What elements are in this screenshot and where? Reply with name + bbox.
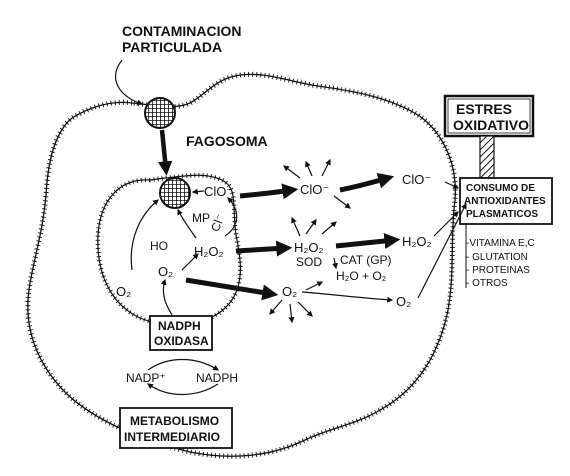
estres-box-inner: [447, 98, 531, 134]
o2-left-label: O₂: [116, 284, 131, 299]
clo-to-particle-arrow: [191, 188, 205, 195]
contaminacion-label-line2: PARTICULADA: [122, 39, 222, 55]
h2o2-mid-label: H₂O₂: [294, 240, 324, 255]
nadph-oxidasa-label-line1: NADPH: [158, 319, 201, 333]
nadp-plus-label: NADP⁺: [126, 371, 166, 385]
phagosome-membrane: [97, 174, 241, 326]
o2-inner-label: O₂: [158, 264, 173, 279]
nadph-label: NADPH: [196, 371, 238, 385]
h2o2-outer-label: H₂O₂: [402, 234, 432, 249]
estres-pillar: [479, 135, 495, 179]
o2-mid-label: O₂: [282, 284, 297, 299]
consumo-label-line2: ANTIOXIDANTES: [464, 196, 546, 207]
particle-down-arrow: [157, 129, 173, 176]
clo-scatter-arrows: [283, 158, 351, 209]
ho-label: HO: [150, 239, 168, 253]
estres-box: [443, 94, 535, 138]
h2o-o2-label: H₂O + O₂: [336, 269, 387, 283]
contamination-arrow: [115, 59, 144, 106]
h2o2-to-clo-arc: [224, 197, 238, 237]
antioxidant-item: - OTROS: [466, 278, 508, 289]
h2o2-mid-to-clo-arrow: [291, 216, 301, 237]
consumo-label-line1: CONSUMO DE: [466, 183, 535, 194]
metabolismo-label-line1: METABOLISMO: [130, 414, 219, 428]
cat-gp-label: CAT (GP): [340, 253, 392, 267]
metabolismo-box: [119, 407, 233, 449]
h2o2-outer-to-consumo-arrow: [433, 211, 459, 237]
o2-to-nadph-arrow: [160, 278, 173, 316]
ho-arc-arrow: [130, 199, 159, 271]
h2o2-to-particle-arrow: [177, 208, 197, 239]
h2o2-scatter-arrows: [305, 219, 337, 235]
consumo-box: [459, 177, 553, 225]
clo-thick-arrow-1: [239, 183, 299, 200]
nadp-cycle-bottom-arrow: [147, 383, 219, 395]
clo-outer-to-consumo-arrow: [444, 181, 460, 189]
metabolismo-label-line2: INTERMEDIARIO: [124, 430, 220, 444]
o2-to-h2o2-arrow: [181, 253, 199, 271]
clo-mid-label: ClO⁻: [300, 182, 329, 197]
h2o2-thick-arrow-1: [235, 240, 293, 257]
cl-label: Cl⁻: [208, 212, 227, 233]
fagosoma-label: FAGOSOMA: [186, 133, 268, 149]
particle-entering-icon: [144, 97, 176, 129]
h2o2-thick-arrow-2: [335, 233, 401, 249]
o2-scatter-arrows: [269, 281, 324, 324]
antioxidant-item: -VITAMINA E,C: [466, 238, 535, 249]
consumo-label-line3: PLASMATICOS: [466, 209, 538, 220]
nadp-cycle-top-arrow: [147, 359, 220, 371]
cat-arrow: [332, 257, 339, 270]
estres-label-line2: OXIDATIVO: [453, 117, 529, 133]
o2-thick-arrow: [185, 277, 279, 301]
nadph-oxidasa-box: [149, 315, 213, 351]
clo-thick-arrow-2: [339, 172, 395, 193]
antioxidant-item: - PROTEINAS: [466, 265, 530, 276]
estres-label-line1: ESTRES: [456, 101, 512, 117]
sod-label: SOD: [296, 255, 322, 269]
antioxidant-item: - GLUTATION: [466, 252, 528, 263]
o2-mid-to-outer-arrow: [301, 291, 394, 303]
clo-inner-label: ClO⁻: [204, 184, 233, 199]
o2-outer-to-consumo-arrow: [417, 202, 467, 299]
clo-outer-label: ClO⁻: [402, 172, 431, 187]
mp-label: MP: [192, 211, 210, 225]
particle-phagocytosed-icon: [159, 177, 191, 209]
contaminacion-label-line1: CONTAMINACION: [122, 23, 242, 39]
nadph-oxidasa-label-line2: OXIDASA: [154, 334, 209, 348]
o2-outer-label: O₂: [396, 294, 411, 309]
cell-membrane-fringe: [25, 71, 458, 459]
h2o2-inner-label: H₂O₂: [194, 244, 224, 259]
